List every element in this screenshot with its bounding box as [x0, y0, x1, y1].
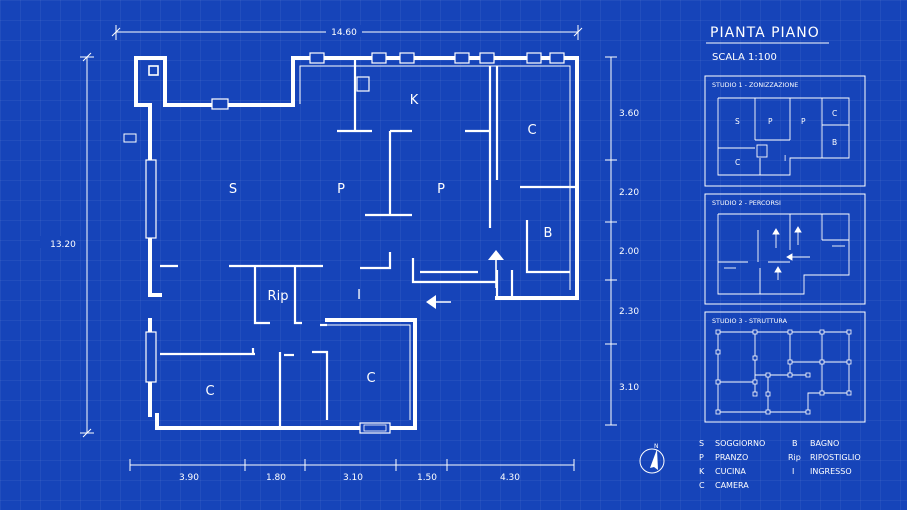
study-1-label-p1: P: [768, 117, 773, 126]
study-3-title: STUDIO 3 - STRUTTURA: [712, 317, 788, 325]
north-arrow-icon: [650, 449, 658, 470]
room-label-pranzo-1: P: [337, 182, 345, 197]
study-1-label-i: I: [784, 154, 786, 163]
study-panel-2: STUDIO 2 - PERCORSI: [704, 193, 866, 305]
room-label-cucina: K: [410, 93, 419, 108]
study-1-label-p2: P: [801, 117, 806, 126]
legend-code-i: I: [792, 467, 794, 476]
legend-label-i: INGRESSO: [810, 467, 852, 476]
legend-label-p: PRANZO: [715, 453, 748, 462]
legend-label-b: BAGNO: [810, 439, 839, 448]
bottom-dim-4: 1.50: [417, 473, 437, 483]
legend-code-b: B: [792, 439, 798, 448]
right-dim-2: 2.20: [619, 188, 639, 198]
legend-label-rip: RIPOSTIGLIO: [810, 453, 861, 462]
kitchen-flue: [356, 76, 370, 92]
north-compass: N: [639, 443, 665, 474]
exterior-walls: [134, 56, 579, 430]
room-label-ingresso: I: [357, 288, 361, 303]
study-2-title: STUDIO 2 - PERCORSI: [712, 199, 781, 207]
study-1-title: STUDIO 1 - ZONIZZAZIONE: [712, 81, 798, 89]
route-arrows: [426, 250, 504, 309]
room-label-camera-1: C: [527, 123, 536, 138]
right-dim-4: 2.30: [619, 307, 639, 317]
study-1-label-c1: C: [832, 109, 837, 118]
floor-plan: S P P K C B Rip I C C: [123, 52, 579, 434]
left-dimension: 13.20: [40, 52, 94, 438]
bottom-dimension: 3.90 1.80 3.10 1.50 4.30: [129, 459, 575, 483]
window-openings: [123, 52, 565, 434]
right-dimension: 3.60 2.20 2.00 2.30 3.10: [605, 56, 639, 426]
study-panel-3: STUDIO 3 - STRUTTURA: [704, 311, 866, 423]
sheet-title: PIANTA PIANO: [710, 25, 820, 41]
room-label-ripostiglio: Rip: [268, 289, 289, 304]
room-label-pranzo-2: P: [437, 182, 445, 197]
room-label-soggiorno: S: [229, 182, 237, 197]
study-1-label-b: B: [832, 138, 837, 147]
legend-code-k: K: [699, 467, 705, 476]
bottom-dim-3: 3.10: [343, 473, 363, 483]
chimney-flue: [148, 65, 159, 76]
legend: S SOGGIORNO P PRANZO K CUCINA C CAMERA B…: [699, 439, 861, 490]
room-label-bagno: B: [544, 226, 553, 241]
compass-north-label: N: [654, 443, 659, 450]
study-1-label-c2: C: [735, 158, 740, 167]
bottom-dim-5: 4.30: [500, 473, 520, 483]
legend-label-c: CAMERA: [715, 481, 749, 490]
study-1-label-s: S: [735, 117, 740, 126]
legend-code-c: C: [699, 481, 705, 490]
legend-code-s: S: [699, 439, 704, 448]
legend-label-s: SOGGIORNO: [715, 439, 765, 448]
top-dimension: 14.60: [111, 25, 583, 40]
interior-walls: [160, 58, 577, 428]
room-label-camera-2: C: [205, 384, 214, 399]
overall-height-label: 13.20: [50, 240, 76, 250]
legend-label-k: CUCINA: [715, 467, 746, 476]
legend-code-p: P: [699, 453, 704, 462]
study-panel-1: STUDIO 1 - ZONIZZAZIONE S P P C B C I: [704, 75, 866, 187]
bottom-dim-2: 1.80: [266, 473, 286, 483]
right-dim-1: 3.60: [619, 109, 639, 119]
overall-width-label: 14.60: [331, 28, 357, 38]
legend-code-rip: Rip: [788, 453, 801, 462]
room-label-camera-3: C: [366, 371, 375, 386]
scale-label: SCALA 1:100: [712, 52, 777, 63]
right-dim-5: 3.10: [619, 383, 639, 393]
bottom-dim-1: 3.90: [179, 473, 199, 483]
right-dim-3: 2.00: [619, 247, 639, 257]
